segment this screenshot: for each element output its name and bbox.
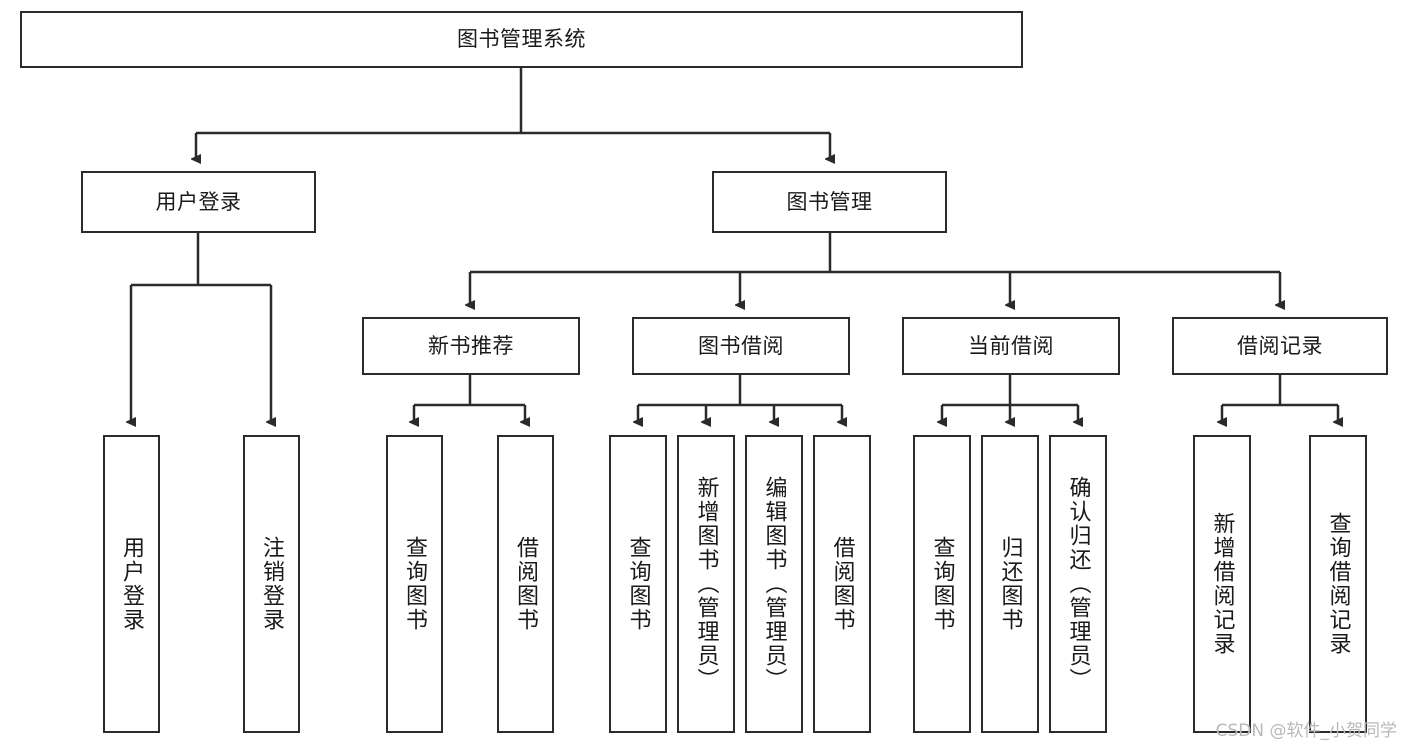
- node-book-management[interactable]: 图书管理: [712, 171, 947, 233]
- leaf-add-borrow-record[interactable]: 新增借阅记录: [1193, 435, 1251, 733]
- node-label: 图书管理: [786, 189, 873, 214]
- node-label: 用户登录: [119, 536, 145, 632]
- node-label: 新增图书（管理员）: [693, 476, 719, 692]
- leaf-query-book-current[interactable]: 查询图书: [913, 435, 971, 733]
- node-label: 借阅图书: [829, 536, 855, 632]
- node-label: 查询借阅记录: [1325, 512, 1351, 656]
- leaf-add-book[interactable]: 新增图书（管理员）: [677, 435, 735, 733]
- leaf-logout-login[interactable]: 注销登录: [243, 435, 300, 733]
- node-user-login[interactable]: 用户登录: [81, 171, 316, 233]
- node-label: 查询图书: [402, 536, 428, 632]
- node-label: 归还图书: [997, 536, 1023, 632]
- node-label: 新增借阅记录: [1209, 512, 1235, 656]
- node-label: 借阅记录: [1237, 333, 1323, 358]
- leaf-return-book[interactable]: 归还图书: [981, 435, 1039, 733]
- node-book-management-system[interactable]: 图书管理系统: [20, 11, 1023, 68]
- node-new-book-recommend[interactable]: 新书推荐: [362, 317, 580, 375]
- leaf-borrow-book-recommend[interactable]: 借阅图书: [497, 435, 554, 733]
- leaf-query-book-recommend[interactable]: 查询图书: [386, 435, 443, 733]
- node-current-borrow[interactable]: 当前借阅: [902, 317, 1120, 375]
- node-label: 借阅图书: [513, 536, 539, 632]
- node-label: 确认归还（管理员）: [1065, 476, 1091, 692]
- leaf-query-book-borrow[interactable]: 查询图书: [609, 435, 667, 733]
- leaf-query-borrow-record[interactable]: 查询借阅记录: [1309, 435, 1367, 733]
- node-label: 查询图书: [625, 536, 651, 632]
- node-label: 当前借阅: [968, 333, 1054, 358]
- leaf-confirm-return[interactable]: 确认归还（管理员）: [1049, 435, 1107, 733]
- node-label: 图书借阅: [698, 333, 784, 358]
- node-label: 查询图书: [929, 536, 955, 632]
- node-label: 用户登录: [155, 189, 242, 214]
- node-book-borrow[interactable]: 图书借阅: [632, 317, 850, 375]
- node-borrow-record[interactable]: 借阅记录: [1172, 317, 1388, 375]
- node-label: 图书管理系统: [457, 27, 586, 52]
- leaf-borrow-book[interactable]: 借阅图书: [813, 435, 871, 733]
- node-label: 新书推荐: [428, 333, 514, 358]
- leaf-user-login[interactable]: 用户登录: [103, 435, 160, 733]
- watermark: CSDN @软件_小贺同学: [1215, 721, 1397, 741]
- node-label: 注销登录: [259, 536, 285, 632]
- leaf-edit-book[interactable]: 编辑图书（管理员）: [745, 435, 803, 733]
- node-label: 编辑图书（管理员）: [761, 476, 787, 692]
